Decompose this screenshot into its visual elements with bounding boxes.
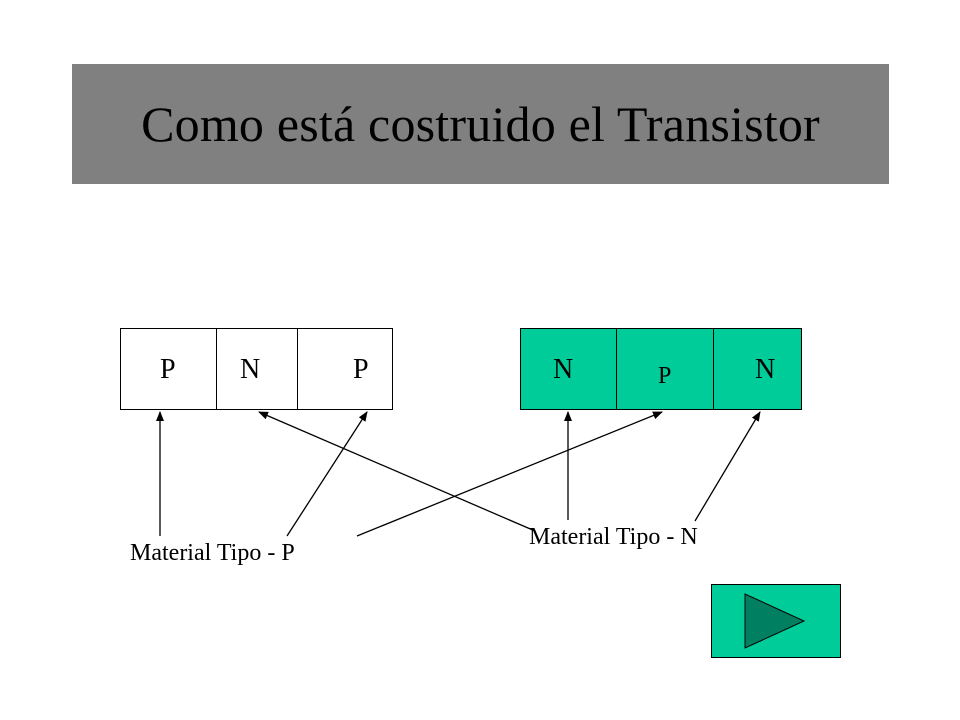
next-slide-button[interactable] (711, 584, 841, 658)
pnp-layer-3-label: P (353, 354, 369, 385)
arrow-p-to-npn-middle (356, 411, 663, 537)
arrow-n-to-pnp-middle (258, 411, 536, 532)
play-triangle-icon (744, 593, 806, 649)
material-n-label: Material Tipo - N (529, 524, 698, 550)
arrow-p-to-pnp-right (286, 411, 368, 537)
npn-layer-1: N (520, 328, 617, 410)
npn-layer-1-label: N (553, 354, 574, 385)
arrow-n-to-npn-right (694, 411, 761, 522)
title-bar: Como está costruido el Transistor (72, 64, 889, 184)
material-p-label: Material Tipo - P (130, 540, 295, 566)
pnp-layer-2-label: N (240, 354, 261, 385)
pnp-layer-1-label: P (160, 354, 176, 385)
npn-layer-3-label: N (755, 354, 776, 385)
npn-layer-2-label: P (658, 363, 672, 389)
page-title: Como está costruido el Transistor (141, 96, 820, 152)
pnp-layer-3: P (297, 328, 393, 410)
npn-layer-3: N (713, 328, 802, 410)
